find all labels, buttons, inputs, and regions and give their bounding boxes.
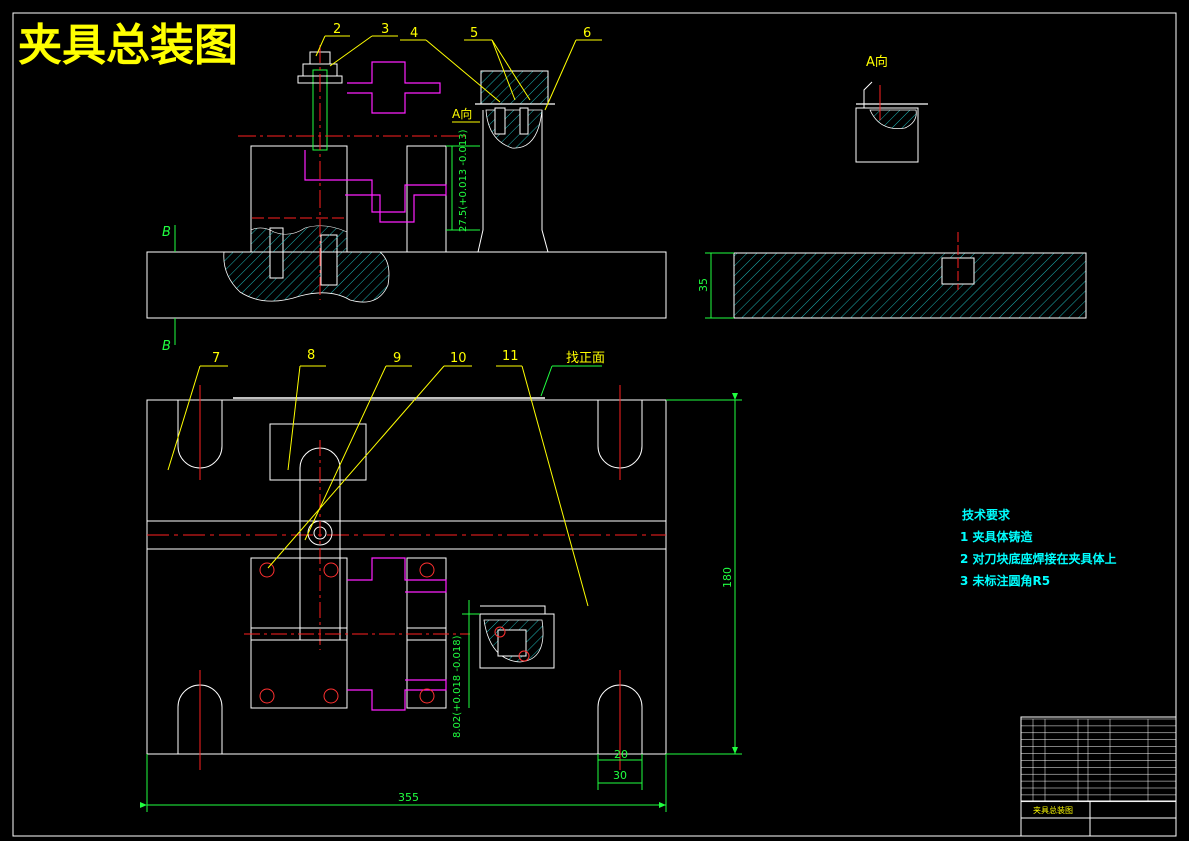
side-section: 35 — [697, 232, 1087, 319]
note-2: 2 对刀块底座焊接在夹具体上 — [960, 551, 1117, 566]
dim-20-text: 20 — [614, 748, 628, 761]
leader-11 — [521, 365, 589, 607]
a-view: A向 — [855, 54, 928, 163]
setting-block-flange — [480, 605, 546, 614]
screw-5 — [323, 688, 339, 704]
notes-heading: 技术要求 — [962, 507, 1011, 522]
balloon-2: 2 — [333, 22, 341, 37]
balloon-leaders — [167, 35, 602, 607]
right-support-block — [406, 145, 447, 253]
dim-30-text: 30 — [613, 769, 627, 782]
note-3: 3 未标注圆角R5 — [960, 573, 1050, 588]
leader-3 — [329, 35, 373, 67]
setting-block-section — [485, 109, 543, 149]
note-1: 1 夹具体铸造 — [960, 529, 1034, 544]
leader-4 — [425, 39, 501, 103]
balloon-numbers: 2 3 4 5 6 7 8 9 10 11 — [212, 22, 591, 366]
setting-block-pocket — [497, 629, 527, 657]
setting-screw-1 — [494, 107, 506, 135]
balloon-8: 8 — [307, 348, 315, 363]
balloon-3: 3 — [381, 22, 389, 37]
front-view: 27.5(+0.013 -0.013) A向 B B — [146, 45, 667, 354]
screw-4 — [259, 688, 275, 704]
left-block-section — [250, 225, 348, 253]
setting-screw-2 — [519, 107, 529, 135]
a-view-bracket — [863, 81, 873, 108]
balloon-4: 4 — [410, 26, 418, 41]
v-block-right — [406, 557, 447, 709]
leader-6 — [544, 39, 577, 111]
balloon-7: 7 — [212, 351, 220, 366]
leader-8 — [287, 365, 301, 471]
base-section-hatch — [223, 251, 390, 303]
dim-35-text: 35 — [697, 278, 710, 292]
section-b-top: B — [162, 225, 171, 240]
a-view-hatch — [869, 109, 917, 129]
reference-face-label: 找正面 — [566, 351, 605, 366]
balloon-6: 6 — [583, 26, 591, 41]
setting-block-column — [477, 110, 549, 253]
a-view-title: A向 — [866, 54, 888, 70]
dim-27-5-text: 27.5(+0.013 -0.013) — [458, 129, 469, 232]
top-view: 8.02(+0.018 -0.018) 180 355 20 30 找正面 — [140, 351, 742, 812]
sheet-border — [12, 12, 1177, 837]
a-view-marker: A向 — [452, 106, 472, 121]
screw-1 — [259, 562, 275, 578]
leader-7 — [167, 365, 201, 471]
dim-355-text: 355 — [398, 791, 419, 804]
v-block-left — [250, 557, 348, 709]
leader-5b — [491, 39, 531, 101]
screw-3 — [419, 562, 435, 578]
title-block-frame — [1020, 716, 1177, 837]
balloon-9: 9 — [393, 351, 401, 366]
workpiece-top-view — [347, 557, 447, 711]
clamp-lever — [299, 447, 341, 641]
fixture-body — [146, 399, 667, 755]
setting-screw-top-1 — [494, 626, 506, 638]
technical-notes: 技术要求 1 夹具体铸造 2 对刀块底座焊接在夹具体上 3 未标注圆角R5 — [960, 507, 1117, 588]
section-b-bottom: B — [162, 339, 171, 354]
leader-2 — [315, 35, 326, 57]
setting-block-top-view — [479, 613, 555, 669]
screw-6 — [419, 688, 435, 704]
leader-5a — [491, 39, 516, 101]
side-section-base — [733, 252, 1087, 319]
leader-10 — [267, 365, 445, 569]
locating-screws — [259, 562, 435, 704]
leader-9 — [304, 365, 387, 541]
workpiece-upper — [347, 61, 441, 114]
dim-8-02-text: 8.02(+0.018 -0.018) — [452, 635, 463, 738]
setting-screw-top-2 — [518, 650, 530, 662]
a-view-body — [855, 107, 919, 163]
dim-180-text: 180 — [721, 567, 734, 588]
title-block-rows — [1021, 718, 1176, 803]
balloon-5: 5 — [470, 26, 478, 41]
balloon-10: 10 — [450, 351, 467, 366]
guide-block — [269, 423, 367, 481]
screw-2 — [323, 562, 339, 578]
balloon-11: 11 — [502, 349, 519, 364]
title-block-name: 夹具总装图 — [1033, 805, 1073, 815]
drawing-title: 夹具总装图 — [18, 20, 238, 71]
reference-face-leader — [540, 365, 553, 397]
workpiece-lower — [304, 150, 447, 223]
title-block: 夹具总装图 — [1020, 716, 1177, 837]
